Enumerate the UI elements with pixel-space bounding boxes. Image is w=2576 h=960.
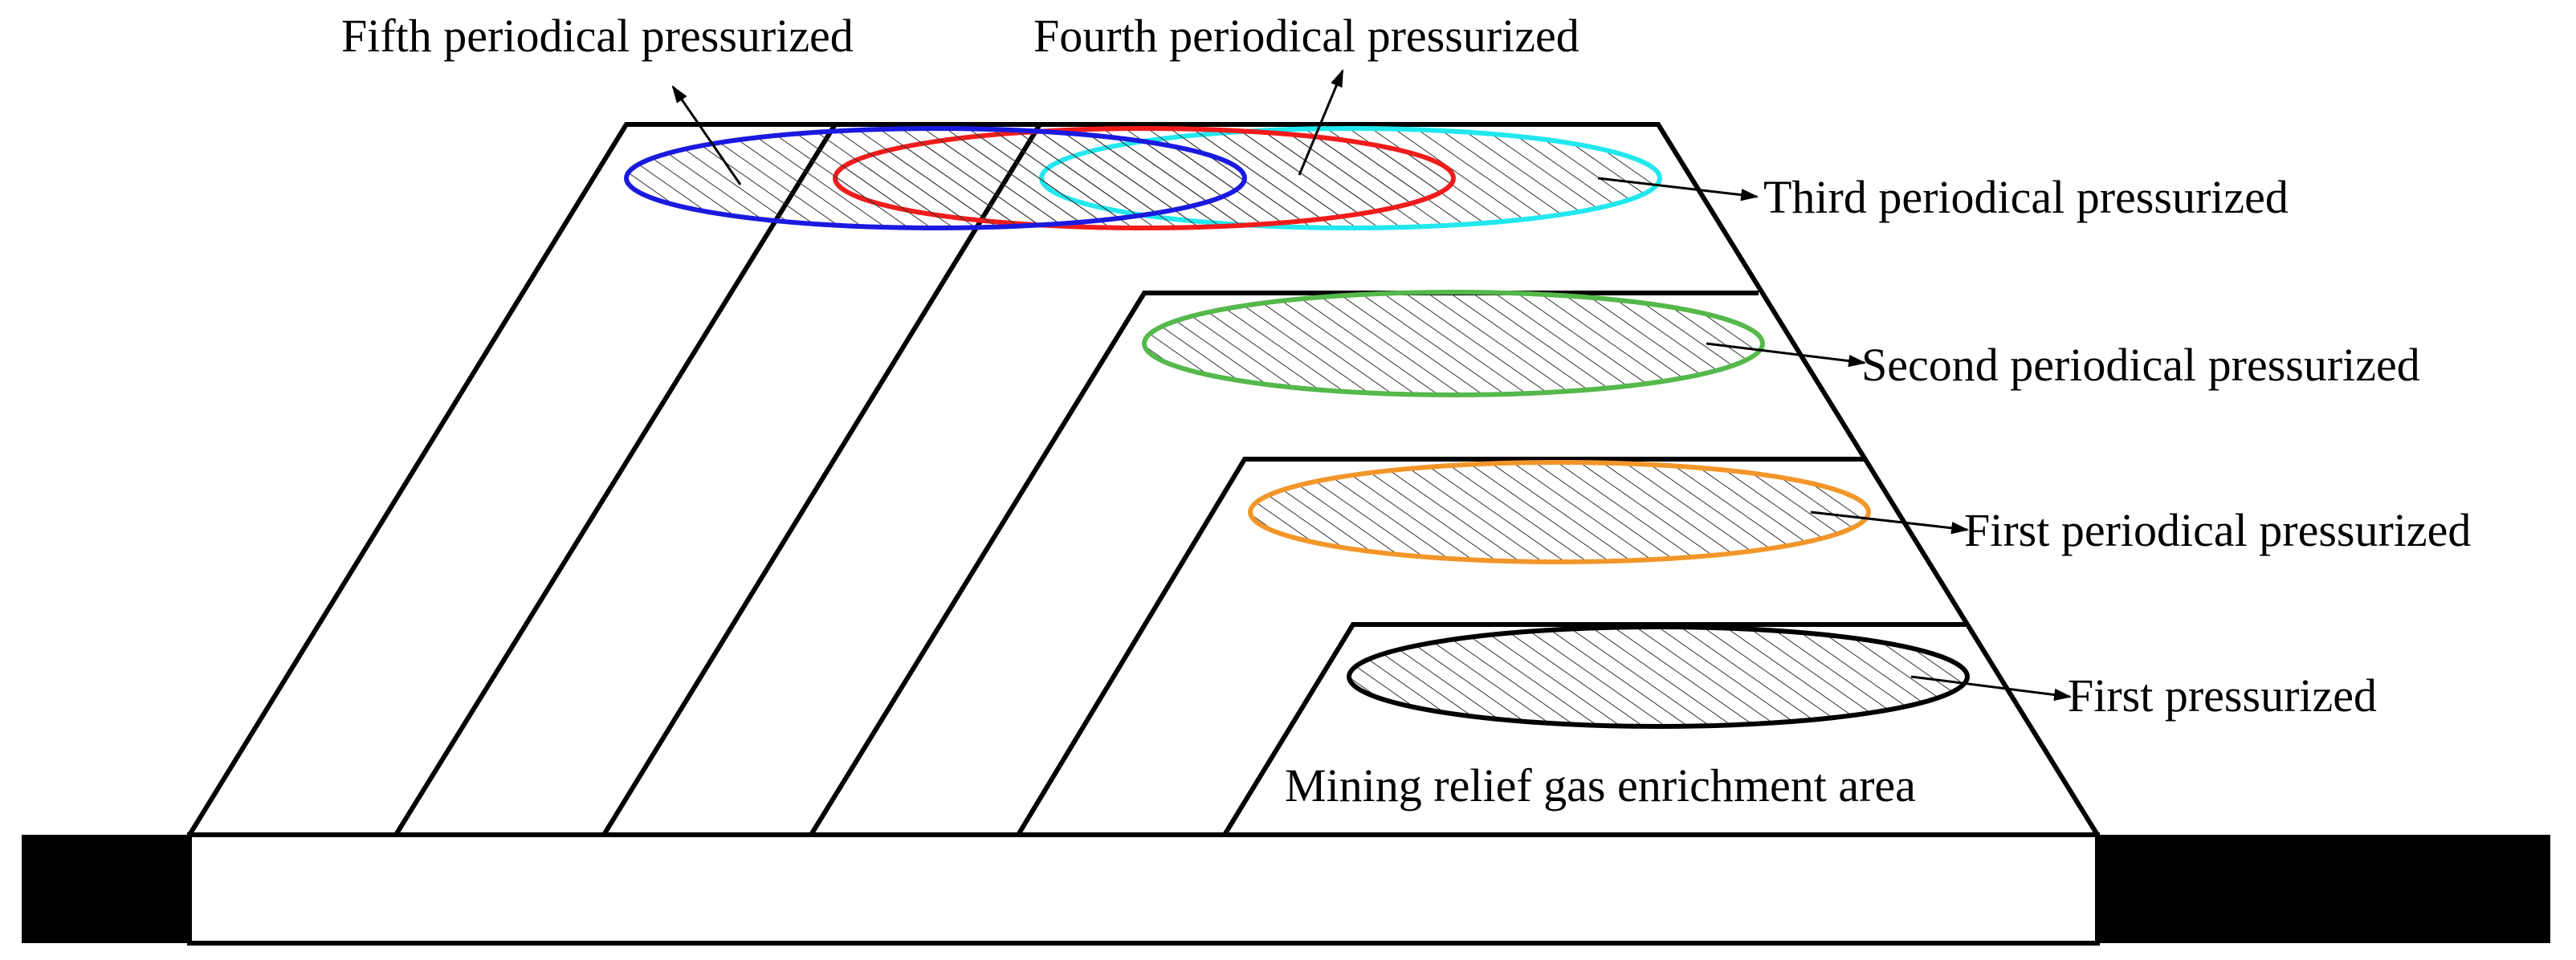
arrow-second-periodical xyxy=(1706,342,1867,368)
label-fourth-periodical: Fourth periodical pressurized xyxy=(1033,10,1579,62)
caving-line-1 xyxy=(393,123,838,836)
label-enrichment-area: Mining relief gas enrichment area xyxy=(1285,759,1916,812)
first-pressurized-ellipse xyxy=(1347,624,1970,729)
arrow-first-periodical xyxy=(1810,511,1970,535)
fifth-periodical-ellipse xyxy=(624,126,1247,230)
arrow-fifth-periodical xyxy=(671,85,742,185)
label-first-periodical: First periodical pressurized xyxy=(1964,504,2471,556)
label-second-periodical: Second periodical pressurized xyxy=(1861,339,2420,391)
arrow-third-periodical xyxy=(1597,177,1759,201)
first-periodical-ellipse xyxy=(1248,460,1871,564)
mined-out-seam xyxy=(187,832,2100,946)
label-fifth-periodical: Fifth periodical pressurized xyxy=(341,10,854,62)
arrow-first xyxy=(1910,675,2073,702)
arrow-fourth-periodical xyxy=(1298,68,1344,176)
step-zone-2 xyxy=(1016,457,1867,836)
label-third-periodical: Third periodical pressurized xyxy=(1763,171,2289,223)
left-coal-block xyxy=(22,835,190,943)
overburden-outline xyxy=(185,122,2102,837)
caving-line-2 xyxy=(601,123,1042,836)
right-coal-block xyxy=(2097,835,2550,943)
step-zone-1 xyxy=(1222,622,1966,836)
second-periodical-ellipse xyxy=(1142,290,1765,397)
label-first-pressurized: First pressurized xyxy=(2068,669,2377,722)
